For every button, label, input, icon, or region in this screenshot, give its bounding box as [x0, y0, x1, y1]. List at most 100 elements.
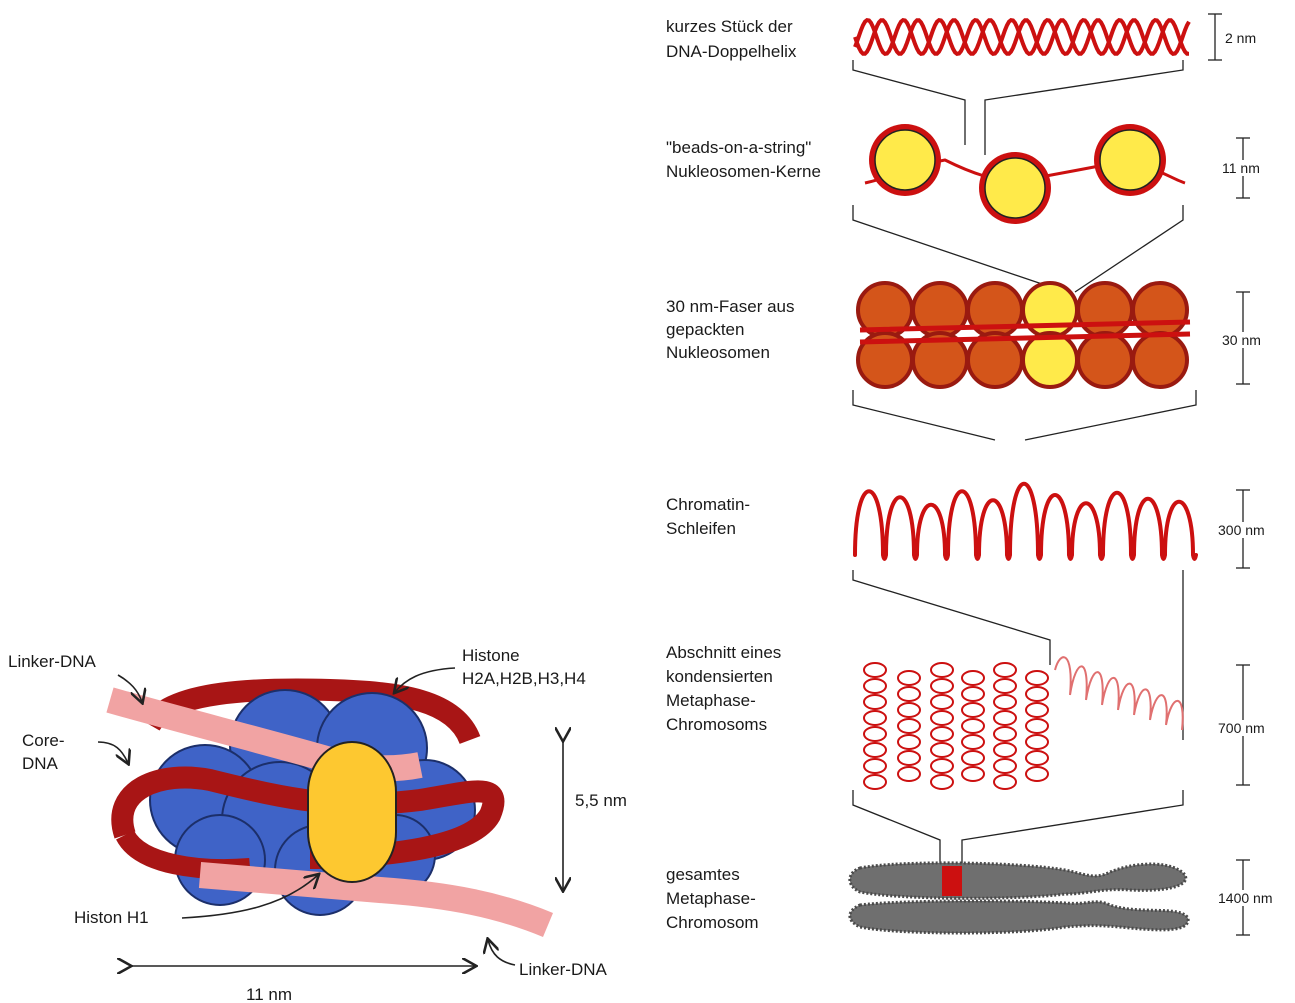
linker-dna-ribbon-lower	[200, 875, 548, 925]
chromatin-coil	[994, 679, 1016, 693]
chromatin-coil	[962, 719, 984, 733]
fiber-nucleosome	[1023, 333, 1077, 387]
scale-label-1400nm: 1400 nm	[1218, 890, 1272, 906]
core-dna-label-1: Core-	[22, 731, 65, 750]
scale-bar-2nm: 2 nm	[1208, 14, 1282, 60]
linker-dna-bottom-pointer	[488, 940, 515, 965]
chromatin-coil	[994, 727, 1016, 741]
chromatin-coil	[1026, 703, 1048, 717]
level-5-label-line1: Abschnitt eines	[666, 643, 781, 662]
level-3-label-line1: 30 nm-Faser aus	[666, 297, 795, 316]
chromatin-coil	[1026, 767, 1048, 781]
highlighted-section	[942, 866, 962, 896]
condensed-chromosome-section	[864, 657, 1183, 789]
bead-nucleosome	[979, 152, 1051, 224]
chromatid-upper	[850, 863, 1186, 898]
level-5-label-line3: Metaphase-	[666, 691, 756, 710]
level-6-label-line1: gesamtes	[666, 865, 740, 884]
fiber-nucleosome	[1023, 283, 1077, 337]
level-2-label-line2: Nukleosomen-Kerne	[666, 162, 821, 181]
width-label: 11 nm	[246, 985, 292, 1003]
linker-dna-bottom-label: Linker-DNA	[519, 960, 608, 979]
thirty-nm-fiber	[858, 283, 1190, 387]
core-dna-pointer	[98, 742, 128, 763]
chromatin-coil	[994, 775, 1016, 789]
chromatin-coil	[931, 711, 953, 725]
chromatin-loop-fiber	[855, 484, 1196, 559]
chromatin-coil	[994, 759, 1016, 773]
histone-label-1: Histone	[462, 646, 520, 665]
chromatin-coil	[1026, 671, 1048, 685]
chromatin-coil	[931, 695, 953, 709]
chromatin-coil	[1026, 751, 1048, 765]
chromatin-coil	[931, 743, 953, 757]
level-4-label-line2: Schleifen	[666, 519, 736, 538]
scale-label-700nm: 700 nm	[1218, 720, 1265, 736]
chromatin-coil	[931, 663, 953, 677]
chromatin-coil	[962, 687, 984, 701]
chromatin-coil	[898, 735, 920, 749]
bead-nucleosome	[869, 124, 941, 196]
bead-nucleosome	[1094, 124, 1166, 196]
chromatin-coil	[962, 751, 984, 765]
chromatin-coil	[1026, 687, 1048, 701]
chromatin-coil	[931, 679, 953, 693]
scale-bar-300nm: 300 nm	[1216, 490, 1286, 568]
chromatin-coil	[898, 687, 920, 701]
chromatin-coil	[864, 663, 886, 677]
level-3-label-line2: gepackten	[666, 320, 744, 339]
level-1-label-line1: kurzes Stück der	[666, 17, 793, 36]
level-1-label-line2: DNA-Doppelhelix	[666, 42, 797, 61]
level-labels: kurzes Stück der DNA-Doppelhelix "beads-…	[666, 17, 821, 932]
fiber-nucleosome	[1133, 333, 1187, 387]
scale-bars: 2 nm 11 nm 30 nm 300 nm	[1208, 14, 1292, 935]
chromatin-coil	[994, 695, 1016, 709]
scale-bar-11nm: 11 nm	[1220, 138, 1285, 198]
beads-on-a-string	[865, 124, 1185, 224]
unwinding-loop-fiber	[1055, 657, 1183, 730]
chromatid-lower	[850, 901, 1188, 933]
scale-bar-1400nm: 1400 nm	[1216, 860, 1292, 935]
level-5-label-line4: Chromosoms	[666, 715, 767, 734]
chromatin-coil	[962, 767, 984, 781]
chromatin-coil	[962, 703, 984, 717]
chromatin-coil	[1026, 735, 1048, 749]
chromatin-coil	[864, 695, 886, 709]
chromatin-coil	[864, 711, 886, 725]
height-label: 5,5 nm	[575, 791, 627, 810]
histone-h1	[308, 742, 396, 882]
level-6-label-line3: Chromosom	[666, 913, 759, 932]
fiber-nucleosome	[1078, 283, 1132, 337]
core-dna-label-2: DNA	[22, 754, 59, 773]
level-2-label-line1: "beads-on-a-string"	[666, 138, 811, 157]
connector-5-6	[853, 790, 1183, 865]
chromatin-coil	[864, 775, 886, 789]
chromatin-loops	[855, 484, 1196, 559]
connector-3-4	[853, 390, 1196, 440]
chromatin-coil	[898, 767, 920, 781]
chromatin-coil	[864, 727, 886, 741]
histon-h1-label: Histon H1	[74, 908, 149, 927]
chromatin-coil	[864, 759, 886, 773]
chromatin-coil	[931, 727, 953, 741]
chromatin-coil	[898, 671, 920, 685]
fiber-nucleosome	[1078, 333, 1132, 387]
chromatin-coil	[931, 775, 953, 789]
scale-bar-30nm: 30 nm	[1220, 292, 1280, 384]
chromatin-coil	[931, 759, 953, 773]
chromatin-coil	[898, 751, 920, 765]
chromatin-coil	[898, 703, 920, 717]
linker-dna-top-label: Linker-DNA	[8, 652, 97, 671]
chromatin-coil	[962, 671, 984, 685]
chromatin-coil	[1026, 719, 1048, 733]
nucleosome-illustration: Linker-DNA Core- DNA Histone H2A,H2B,H3,…	[8, 646, 627, 1003]
scale-label-11nm: 11 nm	[1222, 160, 1260, 176]
scale-bar-700nm: 700 nm	[1216, 665, 1288, 785]
level-5-label-line2: kondensierten	[666, 667, 773, 686]
chromatin-coil	[864, 743, 886, 757]
scale-label-300nm: 300 nm	[1218, 522, 1265, 538]
scale-label-2nm: 2 nm	[1225, 30, 1256, 46]
histone-label-2: H2A,H2B,H3,H4	[462, 669, 586, 688]
chromatin-coil	[864, 679, 886, 693]
